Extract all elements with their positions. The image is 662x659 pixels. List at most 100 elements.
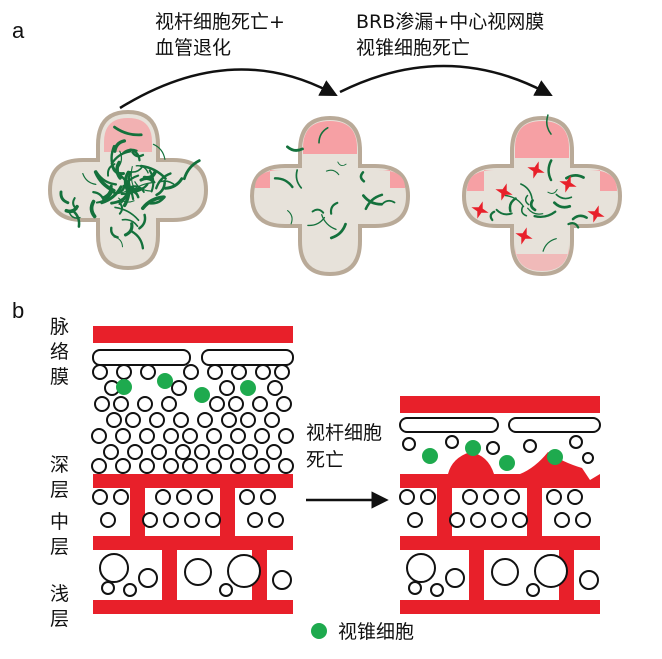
vessel-branch (95, 190, 114, 204)
inner-nuclear-cell (100, 512, 116, 528)
vessel-branch (325, 169, 340, 176)
ischemic-zone-right (590, 170, 617, 191)
ganglion-cell (408, 581, 422, 595)
cone-cell (422, 448, 438, 464)
ischemic-zone-top (303, 121, 357, 154)
vessel-branch (571, 214, 588, 221)
rpe-segment (508, 417, 601, 433)
rod-cell (582, 452, 594, 464)
panel-a-label: a (12, 18, 25, 43)
vessel-branch (553, 201, 572, 209)
vessel-branch (529, 199, 537, 212)
cone-cell (116, 379, 132, 395)
rod-cell (219, 380, 235, 396)
superficial-plexus (400, 600, 600, 614)
vessel-branch (113, 125, 143, 137)
inner-nuclear-cell (163, 512, 179, 528)
rod-cell (139, 458, 155, 474)
ganglion-cell (227, 554, 261, 588)
inner-nuclear-cell (268, 512, 284, 528)
vessel-branch (130, 230, 145, 250)
ganglion-cell (534, 554, 568, 588)
vessel-branch (527, 207, 544, 215)
middle-char-1: 中 (50, 511, 69, 533)
panel-b-label: b (12, 298, 24, 323)
rod-cell (218, 444, 234, 460)
inner-nuclear-cell (260, 489, 276, 505)
choroid-char-1: 脉 (50, 316, 69, 338)
vessel-branch (155, 179, 166, 197)
vessel-branch (287, 210, 293, 225)
superficial-char-2: 层 (50, 608, 69, 630)
layer-label-middle: 中 层 (50, 511, 75, 558)
rod-cell (209, 396, 225, 412)
vessel-branch (286, 145, 304, 152)
caption-brb-leak-cone-death: BRB渗漏+中心视网膜 视锥细胞死亡 (356, 11, 550, 59)
rod-cell (255, 364, 271, 380)
superficial-plexus (93, 600, 293, 614)
inner-nuclear-cell (546, 489, 562, 505)
rod-photoreceptors (91, 364, 294, 474)
rod-cell (523, 439, 537, 453)
inner-nuclear-cell (491, 512, 507, 528)
rod-cell (115, 458, 131, 474)
ganglion-cells (406, 553, 599, 597)
rod-cell (274, 364, 290, 380)
ganglion-cell (579, 570, 599, 590)
vessel-branch (547, 159, 553, 182)
rod-cell (182, 458, 198, 474)
vessel-branch (364, 193, 384, 211)
rod-cell (140, 364, 156, 380)
rod-cell (206, 458, 222, 474)
ganglion-cell (123, 583, 137, 597)
rod-cell (103, 444, 119, 460)
transition-caption: 视杆细胞 死亡 (306, 422, 388, 471)
vessel-branch (520, 183, 533, 200)
rod-cell (149, 412, 165, 428)
vessel-branch (114, 206, 140, 222)
vessel-branch (121, 148, 138, 155)
rod-cell (161, 396, 177, 412)
vessel-branch (141, 195, 166, 210)
rod-cell (230, 428, 246, 444)
rod-cell (92, 364, 108, 380)
choroid-vessel (400, 396, 600, 413)
vessel-branch (318, 126, 329, 144)
legend: 视锥细胞 (311, 621, 414, 643)
vessel-branch (138, 213, 147, 230)
vessel-branch (520, 206, 528, 217)
vessel-branch (567, 222, 580, 229)
middle-char-2: 层 (50, 536, 69, 558)
rod-cell (445, 435, 459, 449)
vessel-branch (95, 171, 118, 186)
caption-1-line-1: 视杆细胞死亡+ (155, 11, 285, 33)
hemorrhage-star (495, 183, 513, 201)
rpe-segment (92, 349, 191, 366)
choroid-char-3: 膜 (50, 366, 69, 388)
vessel-branch (109, 226, 119, 239)
rod-cell (276, 396, 292, 412)
inner-nuclear-cell (205, 512, 221, 528)
hemorrhage-star (559, 175, 577, 193)
rod-cell (137, 396, 153, 412)
vessel-branch (118, 197, 135, 203)
vessel-branch (142, 170, 157, 180)
vessel-branch (100, 185, 123, 205)
rod-cell (486, 441, 500, 455)
layer-label-choroid: 脉 络 膜 (50, 316, 75, 388)
cone-photoreceptors (422, 440, 563, 471)
rod-cell (206, 428, 222, 444)
inner-nuclear-cell (113, 489, 129, 505)
hemorrhage-sites (471, 161, 605, 245)
rod-cell (113, 396, 129, 412)
ischemic-zone-bottom (515, 244, 569, 271)
inner-nuclear-cell (483, 489, 499, 505)
vessel-network (273, 126, 396, 240)
ganglion-cell (445, 568, 465, 588)
hemorrhage-star (515, 227, 533, 245)
rod-cell (182, 428, 198, 444)
caption-rod-death-vessel-regression: 视杆细胞死亡+ 血管退化 (155, 11, 291, 59)
inner-nuclear-cell (512, 512, 528, 528)
layer-label-deep: 深 层 (50, 454, 75, 501)
vessel-network (489, 114, 588, 252)
